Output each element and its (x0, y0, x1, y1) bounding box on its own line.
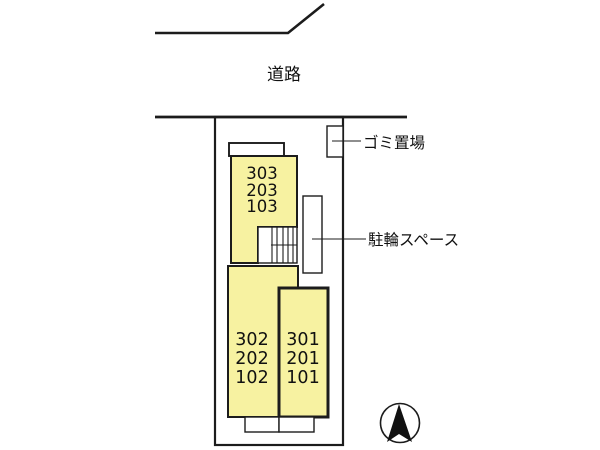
garbage-label: ゴミ置場 (363, 133, 425, 152)
unit-label-102: 102 (235, 368, 268, 388)
compass-circle (379, 402, 421, 444)
unit-labels-lower-right: 301 201 101 (286, 330, 319, 388)
entrance-step-left (244, 416, 280, 433)
unit-label-302: 302 (235, 330, 268, 350)
stair-treads (271, 227, 297, 263)
road-edge-line (155, 2, 325, 35)
unit-labels-lower-left: 302 202 102 (235, 330, 268, 388)
unit-label-103: 103 (246, 197, 278, 216)
unit-labels-upper: 303 203 103 (246, 164, 278, 216)
north-arrow-icon (387, 404, 412, 442)
bicycle-label: 駐輪スペース (368, 231, 459, 249)
entrance-step-right (278, 416, 315, 433)
road-label: 道路 (267, 65, 301, 85)
unit-label-202: 202 (235, 349, 268, 369)
bicycle-space-box (302, 195, 323, 274)
compass (379, 402, 421, 444)
unit-label-301: 301 (286, 330, 319, 350)
unit-label-303: 303 (246, 164, 278, 183)
canopy-box (228, 142, 285, 157)
unit-label-203: 203 (246, 181, 278, 200)
unit-label-101: 101 (286, 368, 319, 388)
unit-label-201: 201 (286, 349, 319, 369)
site-boundary (213, 115, 345, 447)
